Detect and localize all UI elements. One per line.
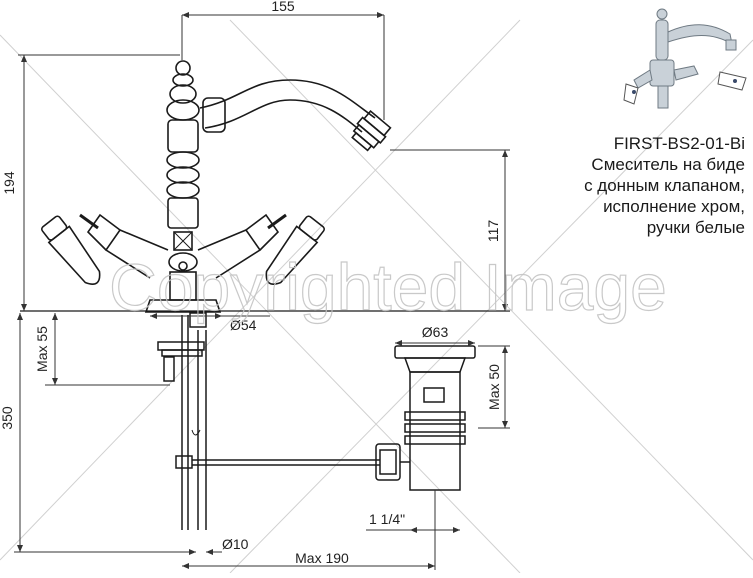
dim-max-distance: Max 190 xyxy=(295,550,349,566)
dim-thread: 1 1/4" xyxy=(369,511,405,527)
dim-spout-reach: 155 xyxy=(271,0,295,14)
dim-spout-height: 117 xyxy=(485,220,501,243)
dim-base-diameter: Ø54 xyxy=(230,317,257,333)
product-code: FIRST-BS2-01-Bi xyxy=(613,134,745,153)
dim-rod-diameter: Ø10 xyxy=(222,536,249,552)
dim-waste-diameter: Ø63 xyxy=(422,324,449,340)
mixer-body xyxy=(20,60,510,313)
dim-total-height: 194 xyxy=(1,171,17,195)
dim-waste-max: Max 50 xyxy=(486,364,502,410)
description-line-1: Смеситель на биде xyxy=(591,155,745,174)
dimension-lines xyxy=(14,12,510,570)
below-deck-assembly xyxy=(157,312,476,530)
watermark-text: Copyrighted Image xyxy=(109,250,667,324)
watermark-lines xyxy=(0,19,753,574)
product-caption: FIRST-BS2-01-Bi Смеситель на биде с донн… xyxy=(520,133,745,238)
dim-below-deck: 350 xyxy=(0,406,15,430)
product-thumbnail xyxy=(623,8,747,109)
description-line-3: исполнение хром, xyxy=(603,197,745,216)
dim-max-thickness: Max 55 xyxy=(34,326,50,372)
description-line-2: с донным клапаном, xyxy=(584,176,745,195)
description-line-4: ручки белые xyxy=(646,218,745,237)
